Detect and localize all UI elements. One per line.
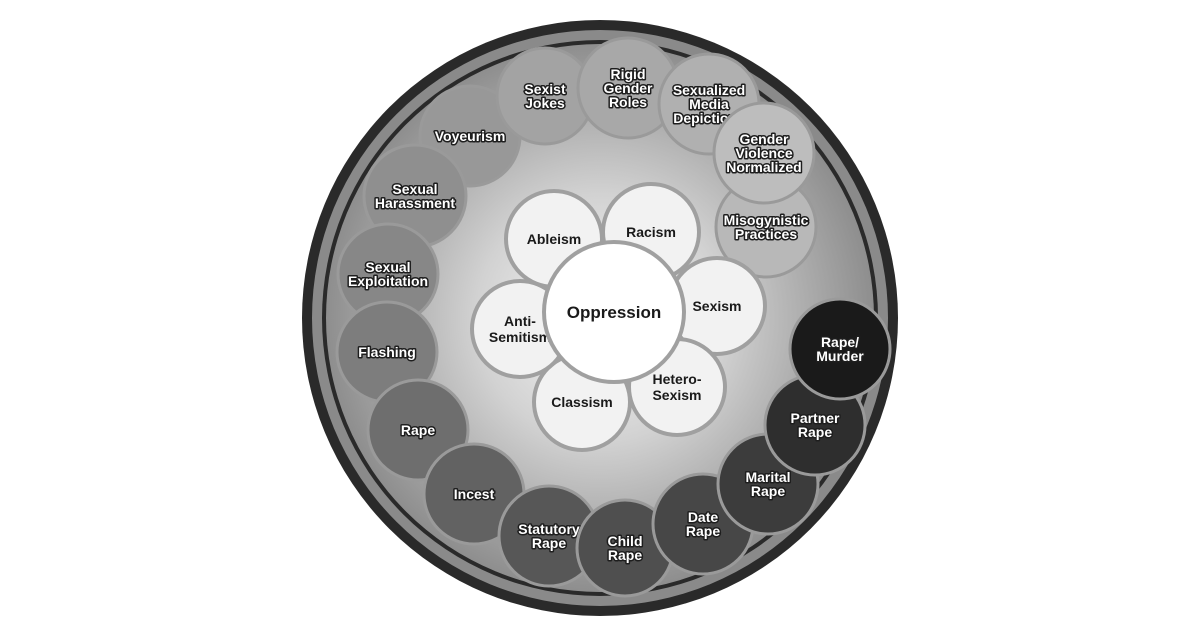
label-line: Practices (735, 226, 797, 242)
spiral-bubble-label: Voyeurism (435, 128, 506, 144)
label-line: Misogynistic (724, 212, 809, 228)
center-circle (542, 240, 686, 384)
spiral-bubble-label: Incest (454, 486, 495, 502)
spiral-bubble-label: Flashing (358, 344, 416, 360)
label-line: Sexism (692, 298, 741, 314)
spiral-bubble-label: Rape/Murder (816, 334, 864, 364)
label-line: Rape (751, 483, 785, 499)
label-line: Anti- (504, 313, 536, 329)
label-line: Sexualized (673, 82, 745, 98)
label-line: Incest (454, 486, 495, 502)
spiral-bubble-shape (712, 101, 816, 205)
label-line: Rape (798, 424, 832, 440)
label-line: Classism (551, 394, 612, 410)
label-line: Harassment (375, 195, 455, 211)
label-line: Hetero- (652, 371, 701, 387)
label-line: Media (689, 96, 729, 112)
label-line: Partner (790, 410, 840, 426)
norms-label: NORMS (596, 8, 641, 22)
label-line: Marital (745, 469, 790, 485)
label-line: Normalized (726, 159, 801, 175)
label-line: Voyeurism (435, 128, 506, 144)
label-line: Exploitation (348, 273, 428, 289)
label-line: Rape (608, 547, 642, 563)
label-line: Jokes (525, 95, 565, 111)
label-line: Sexist (524, 81, 566, 97)
label-line: Sexual (392, 181, 437, 197)
label-line: Ableism (527, 231, 581, 247)
label-line: Murder (816, 348, 864, 364)
label-line: Sexism (652, 387, 701, 403)
spiral-bubble-label: Rape (401, 422, 435, 438)
oppression-petal-label: Sexism (692, 298, 741, 314)
label-line: Rape (686, 523, 720, 539)
label-line: Sexual (365, 259, 410, 275)
label-line: Rape/ (821, 334, 859, 350)
center-label: Oppression (567, 303, 661, 322)
oppression-petal-label: Ableism (527, 231, 581, 247)
oppression-petal-label: Anti-Semitism (489, 313, 551, 345)
spiral-bubble-incest: Incest (422, 442, 526, 546)
oppression-petal-label: Hetero-Sexism (652, 371, 701, 403)
label-line: Gender (603, 80, 653, 96)
label-line: Roles (609, 94, 647, 110)
label-line: Racism (626, 224, 676, 240)
label-line: Semitism (489, 329, 551, 345)
oppression-petal-label: Classism (551, 394, 612, 410)
label-line: Child (608, 533, 643, 549)
label-line: Statutory (518, 521, 580, 537)
label-line: Rape (532, 535, 566, 551)
label-line: Flashing (358, 344, 416, 360)
spiral-bubble-flashing: Flashing (335, 300, 439, 404)
label-line: Gender (739, 131, 789, 147)
label-line: Date (688, 509, 719, 525)
label-line: Rape (401, 422, 435, 438)
spiral-bubble-shape (788, 297, 892, 401)
label-line: Rigid (611, 66, 646, 82)
label-line: Violence (735, 145, 793, 161)
oppression-petal-label: Racism (626, 224, 676, 240)
spiral-bubble-rape-murder: Rape/Murder (788, 297, 892, 401)
